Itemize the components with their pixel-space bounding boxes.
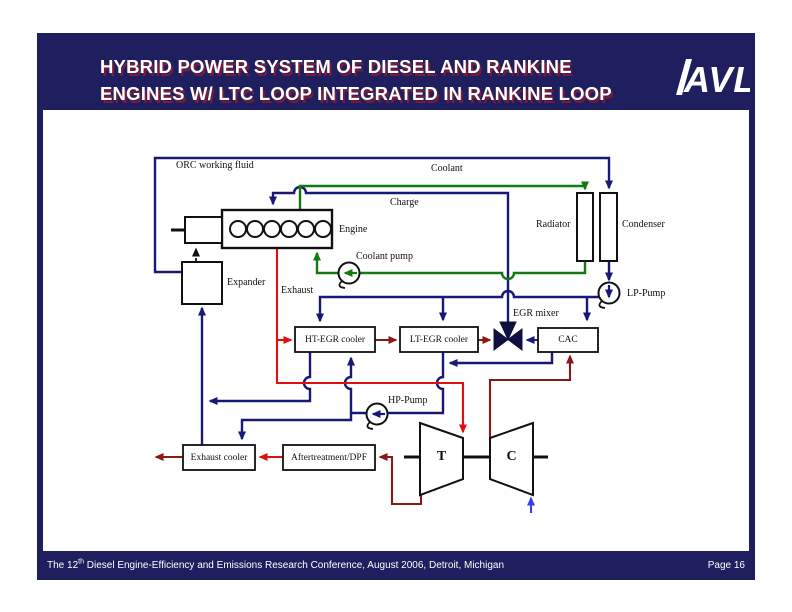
footer-page-number: Page 16 bbox=[707, 560, 745, 571]
slide-title: HYBRID POWER SYSTEM OF DIESEL AND RANKIN… bbox=[100, 53, 680, 107]
aftertreatment-label: Aftertreatment/DPF bbox=[291, 452, 367, 463]
orc-loop-pipes bbox=[153, 156, 613, 445]
exhaust-hot-pipes bbox=[258, 248, 467, 461]
egr-mixer-label: EGR mixer bbox=[513, 308, 559, 319]
lt-egr-cooler-box bbox=[399, 326, 479, 353]
coolant-loop-pipes bbox=[298, 181, 589, 281]
egr-mixer-valve bbox=[493, 321, 523, 351]
slide-footer: The 12th Diesel Engine-Efficiency and Em… bbox=[37, 551, 755, 580]
condenser-box bbox=[599, 192, 618, 262]
condenser-label: Condenser bbox=[622, 219, 665, 230]
engine-label: Engine bbox=[339, 224, 368, 235]
orc-working-fluid-label: ORC working fluid bbox=[176, 160, 254, 171]
pump-symbols bbox=[337, 261, 621, 430]
lt-egr-cooler-label: LT-EGR cooler bbox=[409, 334, 469, 345]
ht-egr-cooler-label: HT-EGR cooler bbox=[304, 334, 366, 345]
engine-accessory-box bbox=[184, 216, 223, 244]
footer-conference-text: The 12th Diesel Engine-Efficiency and Em… bbox=[47, 558, 505, 571]
exhaust-label: Exhaust bbox=[281, 285, 314, 296]
turbine-shape bbox=[419, 421, 464, 497]
shaft-lines bbox=[171, 228, 548, 459]
coolant-pump-label: Coolant pump bbox=[356, 251, 413, 262]
engine-cylinders bbox=[229, 220, 332, 238]
charge-label: Charge bbox=[390, 197, 419, 208]
radiator-label: Radiator bbox=[536, 219, 571, 230]
turbine-label: T bbox=[436, 449, 447, 464]
slide-title-line1: HYBRID POWER SYSTEM OF DIESEL AND RANKIN… bbox=[100, 56, 572, 77]
ht-egr-cooler-box bbox=[294, 326, 376, 353]
slide-content-area bbox=[43, 110, 749, 551]
coolant-label: Coolant bbox=[431, 163, 463, 174]
exhaust-cooler-label: Exhaust cooler bbox=[190, 452, 248, 463]
svg-text:AVL: AVL bbox=[683, 59, 750, 99]
avl-logo-icon: AVL bbox=[676, 59, 750, 99]
compressor-label: C bbox=[506, 449, 517, 464]
hp-pump-label: HP-Pump bbox=[388, 395, 428, 406]
expander-label: Expander bbox=[227, 277, 266, 288]
slide-title-line2: ENGINES W/ LTC LOOP INTEGRATED IN RANKIN… bbox=[100, 83, 612, 104]
radiator-box bbox=[576, 192, 594, 262]
cac-box bbox=[537, 327, 599, 353]
aftertreatment-box bbox=[282, 444, 376, 471]
exhaust-cooler-box bbox=[182, 444, 256, 471]
expander-box bbox=[181, 261, 223, 305]
lp-pump-label: LP-Pump bbox=[627, 288, 666, 299]
exhaust-charge-pipes bbox=[154, 336, 574, 506]
compressor-shape bbox=[489, 421, 534, 497]
cac-label: CAC bbox=[558, 335, 578, 345]
